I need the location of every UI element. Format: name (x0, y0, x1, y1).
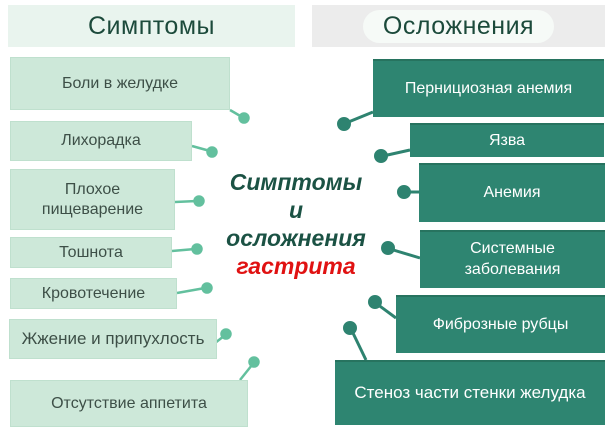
complication-box-systemic-diseases: Системные заболевания (420, 230, 605, 288)
connector-line (229, 108, 243, 119)
connector-line (174, 199, 198, 204)
connector-dot (368, 295, 382, 309)
connector-line (389, 247, 421, 260)
connector-dot (248, 356, 260, 368)
connector-dot (343, 321, 357, 335)
symptom-box-nausea: Тошнота (10, 237, 172, 268)
connector-dot (206, 146, 218, 158)
connector-line (171, 247, 196, 253)
symptom-box-burning-swelling: Жжение и припухлость (9, 319, 217, 359)
connector-line (382, 148, 411, 158)
symptom-box-fever: Лихорадка (10, 121, 192, 161)
page-title: Симптомы и осложнения гастрита (220, 168, 372, 280)
page-title-line1: Симптомы (229, 169, 363, 195)
symptoms-header: Симптомы (8, 5, 295, 47)
page-title-keyword: гастрита (236, 253, 356, 279)
connector-dot (220, 328, 232, 340)
connector-line (191, 144, 211, 153)
connector-dot (191, 243, 203, 255)
connector-line (350, 330, 368, 361)
complication-box-anemia: Анемия (419, 163, 605, 222)
symptom-box-bleeding: Кровотечение (10, 278, 177, 309)
connector-dot (381, 241, 395, 255)
connector-dot (201, 282, 213, 294)
complications-header-label: Осложнения (362, 9, 555, 43)
page-title-line3: осложнения (226, 225, 366, 251)
complication-box-ulcer: Язва (410, 123, 604, 157)
symptom-box-poor-digestion: Плохое пищеварение (10, 169, 175, 230)
connector-line (239, 364, 253, 381)
connector-line (176, 286, 206, 295)
connector-dot (397, 185, 411, 199)
connector-line (345, 110, 374, 125)
complications-header: Осложнения (312, 5, 605, 47)
connector-dot (374, 149, 388, 163)
symptom-box-stomach-pain: Боли в желудке (10, 57, 230, 110)
symptom-box-no-appetite: Отсутствие аппетита (10, 380, 248, 427)
complication-box-fibrous-scars: Фиброзные рубцы (396, 295, 605, 353)
complication-box-pernicious-anemia: Пернициозная анемия (373, 59, 604, 117)
connector-line (376, 302, 397, 320)
connector-dot (238, 112, 250, 124)
connector-dot (193, 195, 205, 207)
page-title-line2: и (288, 197, 304, 223)
connector-dot (337, 117, 351, 131)
complication-box-stenosis: Стеноз части стенки желудка (335, 360, 605, 425)
